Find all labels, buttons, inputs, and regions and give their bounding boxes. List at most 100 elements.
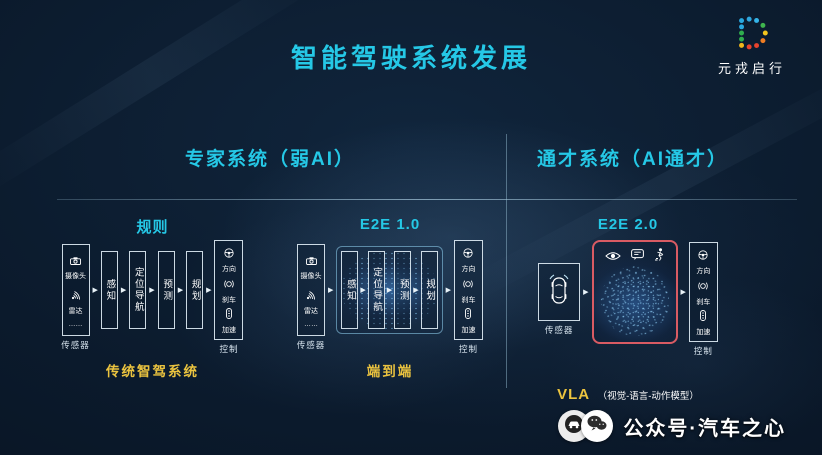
- control-unit: 方向 刹车 加速 控制: [688, 242, 718, 356]
- stage-label: 定位导航: [371, 267, 383, 313]
- deeproute-dots-logo-icon: [733, 16, 771, 56]
- control-box: 方向 刹车 加速: [453, 240, 483, 340]
- stage-box-localization: 定位导航: [367, 251, 385, 329]
- sensor-box: 摄像头 雷达 ……: [61, 244, 90, 336]
- horizontal-divider: [57, 199, 797, 200]
- control-item-label: 方向: [696, 267, 711, 275]
- sensor-unit: 摄像头 雷达 …… 传感器: [297, 244, 326, 350]
- arrow-right-icon: ▶: [177, 286, 184, 294]
- sensor-item-more: ……: [69, 321, 83, 328]
- arrow-right-icon: ▶: [206, 286, 212, 294]
- brake-icon: [698, 278, 709, 296]
- control-unit: 方向 刹车 加速 控制: [214, 240, 244, 354]
- stage-box-prediction: 预测: [394, 251, 412, 329]
- radar-icon: [71, 287, 81, 305]
- stage-box-perception: 感知: [100, 251, 118, 329]
- sensor-item-label: ……: [304, 320, 319, 328]
- stage-label: 预测: [161, 278, 173, 302]
- vla-model-box: [591, 240, 678, 344]
- stage-label: 感知: [344, 278, 356, 302]
- stage-box-prediction: 预测: [157, 251, 175, 329]
- column-header: E2E 1.0: [359, 216, 421, 233]
- stage-label: 感知: [104, 278, 116, 302]
- arrow-right-icon: ▶: [583, 288, 589, 296]
- control-item-brake: 刹车: [222, 276, 236, 305]
- stage-label: 预测: [397, 278, 409, 302]
- control-item-steering: 方向: [222, 245, 236, 274]
- column-header: 规则: [136, 219, 169, 236]
- stage-box-planning: 规划: [420, 251, 438, 329]
- sensor-box: [538, 263, 581, 321]
- section-header-generalist-system: 通才系统（AI通才）: [536, 149, 728, 170]
- control-item-label: 加速: [221, 327, 236, 335]
- steering-icon: [224, 245, 234, 263]
- stage-box-planning: 规划: [186, 251, 204, 329]
- sensor-item-label: 雷达: [68, 307, 83, 315]
- section-header-expert-system: 专家系统（弱AI）: [184, 149, 355, 170]
- column-caption: 端到端: [366, 364, 414, 379]
- sensor-item-label: 摄像头: [300, 273, 322, 281]
- column-rules: 规则 摄像头 雷达 …… 传感器 ▶: [55, 210, 250, 425]
- speech-icon: [630, 248, 644, 266]
- column-caption: 传统智驾系统: [106, 364, 199, 379]
- camera-icon: [305, 252, 317, 270]
- wechat-icon: [587, 415, 607, 437]
- sensor-box: 摄像头 雷达 ……: [297, 244, 326, 336]
- control-item-accelerate: 加速: [696, 308, 710, 337]
- column-e2e-2: E2E 2.0 传感器 ▶: [528, 210, 728, 425]
- control-item-accelerate: 加速: [461, 306, 475, 335]
- control-item-label: 加速: [461, 327, 476, 335]
- accelerate-icon: [225, 306, 233, 324]
- stage-box-localization: 定位导航: [129, 251, 147, 329]
- vertical-divider: [506, 134, 507, 388]
- eye-icon: [604, 248, 621, 266]
- watermark-text: 公众号·汽车之心: [623, 417, 786, 440]
- sensor-caption: 传感器: [296, 340, 326, 350]
- control-item-label: 刹车: [696, 298, 711, 306]
- column-header: E2E 2.0: [597, 216, 659, 233]
- control-caption: 控制: [458, 344, 478, 354]
- brake-icon: [463, 276, 474, 294]
- action-icon: [654, 248, 665, 266]
- sensor-item-radar: 雷达: [304, 287, 318, 316]
- control-item-accelerate: 加速: [222, 306, 236, 335]
- accelerate-icon: [699, 308, 707, 326]
- control-box: 方向 刹车 加速: [214, 240, 244, 340]
- page-title: 智能驾驶系统发展: [290, 43, 531, 73]
- control-caption: 控制: [693, 346, 713, 356]
- sensor-unit: 传感器: [538, 263, 581, 335]
- column-e2e-1: E2E 1.0 摄像头 雷达 …… 传感器: [290, 210, 490, 425]
- control-unit: 方向 刹车 加速 控制: [453, 240, 483, 354]
- wechat-badge: [581, 410, 614, 442]
- arrow-right-icon: ▶: [445, 286, 451, 294]
- brake-icon: [224, 276, 234, 294]
- stage-label: 定位导航: [132, 267, 144, 313]
- sensor-item-radar: 雷达: [69, 287, 83, 316]
- brand-logo: 元戎启行: [702, 14, 802, 77]
- sensor-caption: 传感器: [61, 340, 90, 350]
- control-caption: 控制: [219, 344, 239, 354]
- accelerate-icon: [464, 306, 472, 324]
- sensor-item-label: 雷达: [304, 307, 319, 315]
- column-caption: VLA （视觉-语言-动作模型）: [508, 386, 748, 404]
- camera-icon: [70, 252, 81, 270]
- control-item-brake: 刹车: [696, 278, 710, 307]
- arrow-right-icon: ▶: [328, 286, 334, 294]
- control-item-brake: 刹车: [461, 276, 475, 305]
- sensor-item-more: ……: [304, 321, 318, 328]
- neural-network-container: 感知 ▶ 定位导航 ▶ 预测 ▶ 规划: [336, 246, 443, 334]
- sensor-item-label: 摄像头: [65, 273, 87, 281]
- car-top-icon: [548, 272, 570, 313]
- vla-modality-icons: [604, 248, 665, 266]
- vla-label: VLA: [557, 386, 591, 403]
- control-item-label: 加速: [696, 329, 711, 337]
- control-item-label: 刹车: [461, 296, 476, 304]
- radar-icon: [306, 287, 316, 305]
- sensor-item-camera: 摄像头: [301, 252, 322, 281]
- pipeline-e2e-2: 传感器 ▶ ▶ 方向: [528, 240, 728, 356]
- sensor-caption: 传感器: [544, 325, 574, 335]
- control-item-label: 刹车: [221, 296, 236, 304]
- steering-icon: [463, 245, 474, 263]
- arrow-right-icon: ▶: [92, 286, 98, 294]
